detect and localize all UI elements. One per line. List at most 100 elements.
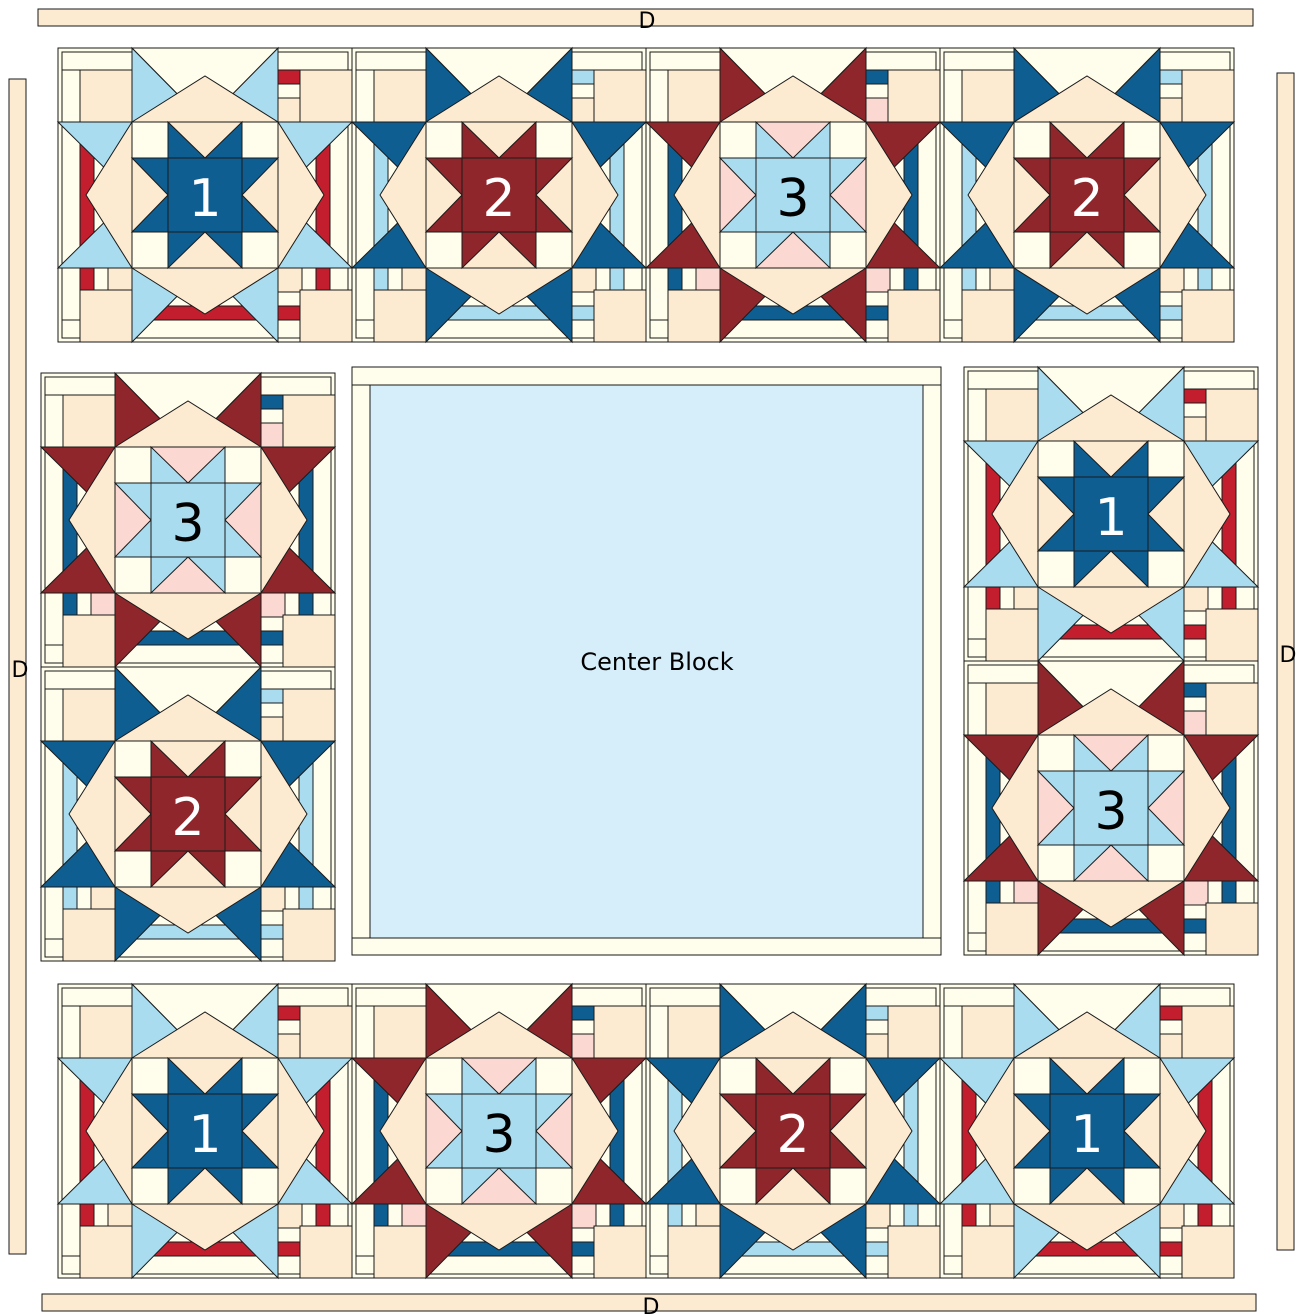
- inner-corner: [536, 1058, 572, 1094]
- frame-strip: [45, 395, 63, 645]
- corner-square: [63, 909, 115, 961]
- inner-corner: [720, 1168, 756, 1204]
- corner-square: [300, 1226, 352, 1278]
- inner-corner: [426, 1058, 462, 1094]
- corner-square: [888, 1226, 940, 1278]
- frame-strip: [356, 70, 374, 320]
- corner-square: [594, 1006, 646, 1058]
- inner-corner: [536, 1168, 572, 1204]
- corner-square: [80, 1006, 132, 1058]
- corner-square: [374, 290, 426, 342]
- corner-square: [283, 395, 335, 447]
- corner-square: [962, 1226, 1014, 1278]
- corner-square: [1206, 389, 1258, 441]
- inner-corner: [242, 1058, 278, 1094]
- corner-square: [594, 290, 646, 342]
- quilt-block: 1: [58, 984, 352, 1278]
- corner-square: [594, 1226, 646, 1278]
- corner-square: [374, 1226, 426, 1278]
- inner-corner: [426, 122, 462, 158]
- block-number-label: 3: [1094, 782, 1127, 842]
- corner-square: [1182, 290, 1234, 342]
- corner-square: [80, 1226, 132, 1278]
- frame-strip: [62, 1006, 80, 1256]
- block-number-label: 2: [1070, 169, 1103, 229]
- corner-square: [63, 689, 115, 741]
- corner-square: [1206, 683, 1258, 735]
- inner-corner: [242, 1168, 278, 1204]
- corner-square: [986, 609, 1038, 661]
- corner-square: [63, 395, 115, 447]
- corner-square: [594, 70, 646, 122]
- inner-corner: [1124, 232, 1160, 268]
- corner-square: [300, 70, 352, 122]
- quilt-block: 3: [964, 661, 1258, 955]
- center-block: Center Block: [352, 367, 941, 955]
- quilt-block: 2: [646, 984, 940, 1278]
- block-number-label: 3: [776, 169, 809, 229]
- block-number-label: 2: [171, 788, 204, 848]
- quilt-block: 1: [964, 367, 1258, 661]
- inner-corner: [225, 741, 261, 777]
- inner-corner: [1124, 122, 1160, 158]
- corner-square: [962, 1006, 1014, 1058]
- corner-square: [888, 70, 940, 122]
- border-top-label: D: [639, 9, 656, 34]
- center-block-label: Center Block: [580, 648, 733, 676]
- inner-corner: [1148, 551, 1184, 587]
- corner-square: [283, 615, 335, 667]
- inner-corner: [132, 1058, 168, 1094]
- corner-square: [668, 1226, 720, 1278]
- corner-square: [962, 70, 1014, 122]
- inner-corner: [132, 232, 168, 268]
- block-number-label: 1: [1070, 1105, 1103, 1165]
- frame-strip: [944, 70, 962, 320]
- block-number-label: 2: [482, 169, 515, 229]
- corner-square: [888, 1006, 940, 1058]
- corner-square: [300, 290, 352, 342]
- corner-square: [80, 70, 132, 122]
- border-right-label: D: [1280, 643, 1297, 668]
- frame-strip: [356, 1006, 374, 1256]
- block-number-label: 1: [1094, 488, 1127, 548]
- inner-corner: [242, 122, 278, 158]
- corner-square: [283, 909, 335, 961]
- inner-corner: [1038, 845, 1074, 881]
- inner-corner: [830, 122, 866, 158]
- inner-corner: [1014, 232, 1050, 268]
- quilt-block: 2: [940, 48, 1234, 342]
- corner-square: [1182, 1226, 1234, 1278]
- corner-square: [986, 903, 1038, 955]
- inner-corner: [115, 741, 151, 777]
- inner-corner: [1148, 845, 1184, 881]
- inner-corner: [1038, 441, 1074, 477]
- corner-square: [63, 615, 115, 667]
- corner-square: [668, 290, 720, 342]
- block-number-label: 3: [482, 1105, 515, 1165]
- inner-corner: [1124, 1058, 1160, 1094]
- inner-corner: [115, 851, 151, 887]
- corner-square: [668, 70, 720, 122]
- corner-square: [374, 70, 426, 122]
- frame-strip: [62, 70, 80, 320]
- inner-corner: [132, 122, 168, 158]
- inner-corner: [242, 232, 278, 268]
- corner-square: [283, 689, 335, 741]
- quilt-block: 3: [352, 984, 646, 1278]
- block-number-label: 2: [776, 1105, 809, 1165]
- inner-corner: [536, 122, 572, 158]
- inner-corner: [1014, 1058, 1050, 1094]
- frame-strip: [650, 70, 668, 320]
- frame-strip: [944, 1006, 962, 1256]
- quilt-block: 3: [41, 373, 335, 667]
- quilt-block: 2: [41, 667, 335, 961]
- frame-strip: [650, 1006, 668, 1256]
- corner-square: [986, 683, 1038, 735]
- corner-square: [374, 1006, 426, 1058]
- inner-corner: [1014, 122, 1050, 158]
- border-bottom-label: D: [643, 1295, 660, 1316]
- corner-square: [80, 290, 132, 342]
- inner-corner: [720, 1058, 756, 1094]
- inner-corner: [1124, 1168, 1160, 1204]
